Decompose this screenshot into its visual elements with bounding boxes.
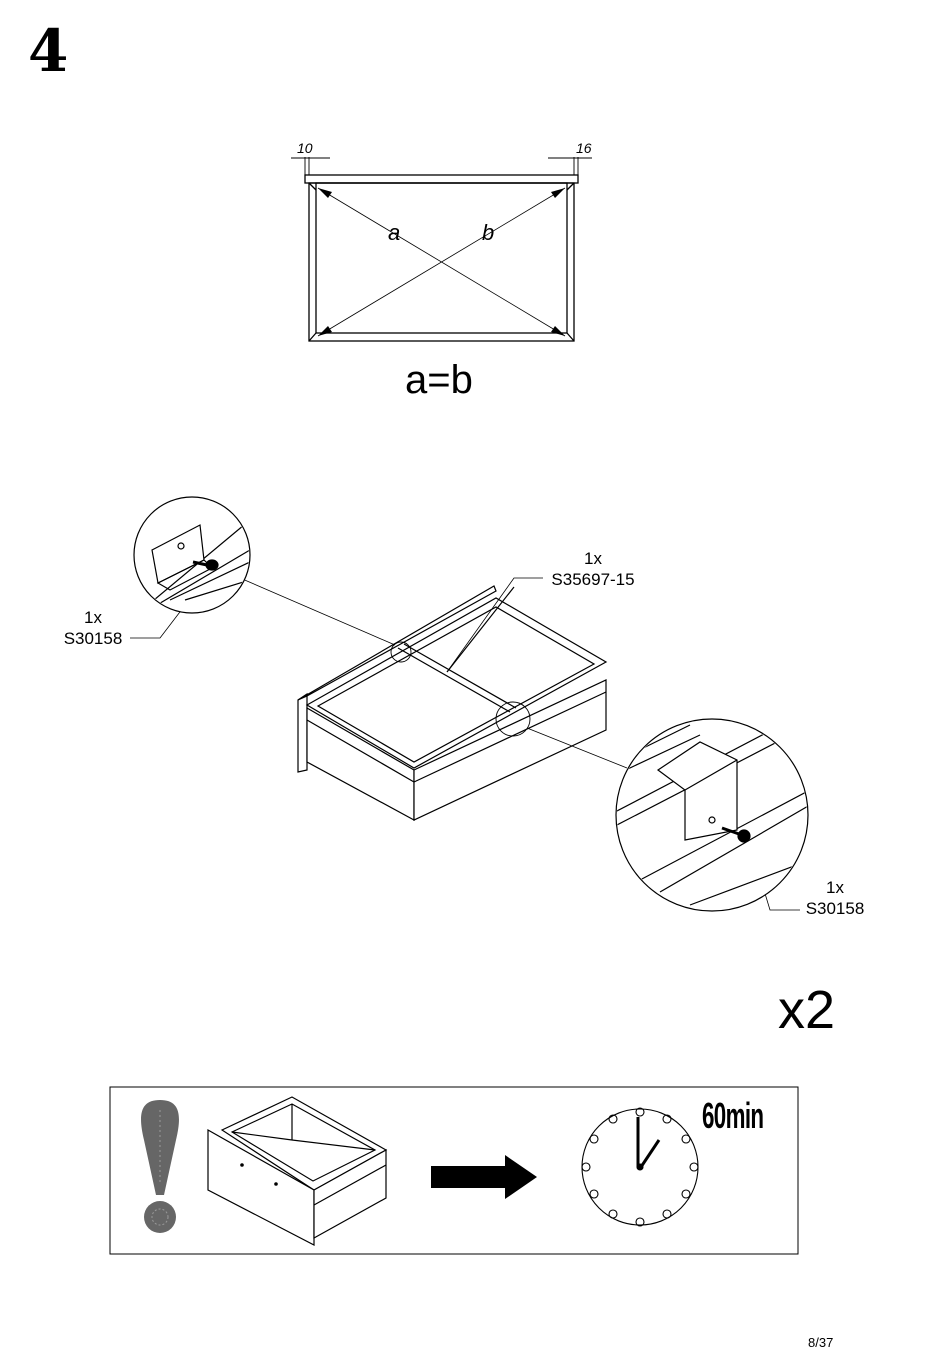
wait-time-label: 60min [702, 1095, 764, 1136]
left-bracket-detail [133, 496, 251, 614]
drawer-icon [207, 1096, 388, 1246]
clock-icon [581, 1107, 699, 1227]
diagonal-b-label: b [482, 220, 494, 245]
exclamation-icon [141, 1100, 179, 1233]
diagonal-a-label: a [388, 220, 400, 245]
right-bracket-detail [615, 718, 809, 912]
center-rail-quantity: 1x [584, 549, 602, 568]
screw-left-quantity: 1x [84, 608, 102, 627]
notice-box [109, 1086, 799, 1255]
dimension-right-label: 16 [576, 140, 592, 156]
arrow-right-icon [431, 1155, 537, 1199]
screw-right-quantity: 1x [826, 878, 844, 897]
step-number: 4 [28, 17, 68, 85]
screw-left-callout: 1x S30158 [56, 607, 130, 649]
drawer-assembly-drawing [297, 585, 608, 822]
frame-diagram [304, 174, 579, 342]
center-rail-callout: 1x S35697-15 [540, 548, 646, 590]
screw-left-code: S30158 [63, 629, 123, 648]
dimension-left-label: 10 [297, 140, 313, 156]
screw-right-callout: 1x S30158 [798, 877, 872, 919]
page-number: 8/37 [808, 1335, 834, 1350]
screw-right-code: S30158 [805, 899, 865, 918]
diagonal-equation: a=b [405, 358, 473, 402]
center-rail-code: S35697-15 [551, 570, 635, 589]
dimension-markers [291, 157, 592, 175]
repeat-multiplier: x2 [778, 980, 836, 1040]
